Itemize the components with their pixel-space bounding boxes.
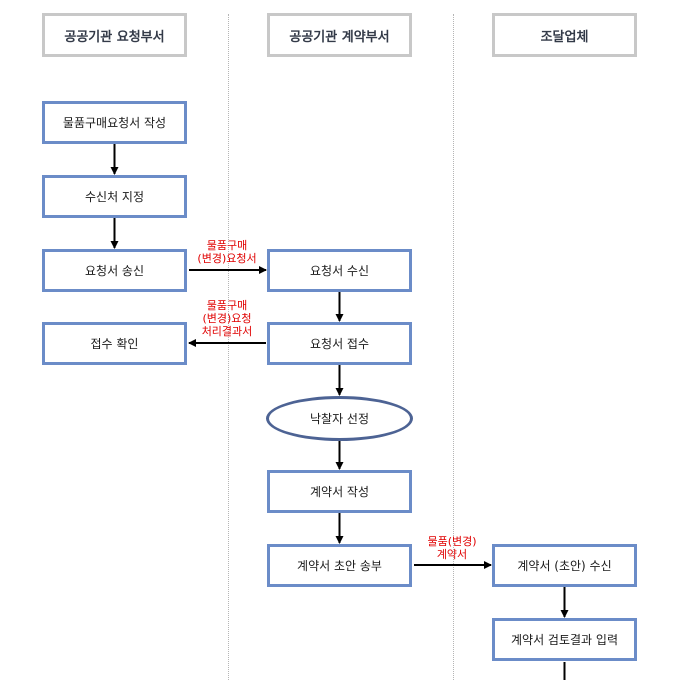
step-input-review: 계약서 검토결과 입력 [492, 618, 637, 661]
flow-label-line: (변경)요청서 [197, 252, 257, 265]
flow-label-line: 물품구매 [206, 239, 248, 252]
step-write-request: 물품구매요청서 작성 [42, 101, 187, 144]
lane-divider-1 [228, 14, 229, 680]
flow-label-line: 계약서 [436, 548, 468, 561]
step-accept-request: 요청서 접수 [267, 322, 412, 365]
step-write-contract: 계약서 작성 [267, 470, 412, 513]
step-receive-request: 요청서 수신 [267, 249, 412, 292]
flow-label-contract-doc: 물품(변경) 계약서 [411, 535, 493, 561]
lane-header-supplier: 조달업체 [492, 13, 637, 57]
lane-header-contract-dept: 공공기관 계약부서 [267, 13, 412, 57]
step-send-request: 요청서 송신 [42, 249, 187, 292]
flow-label-line: 물품(변경) [427, 535, 477, 548]
step-confirm-receipt: 접수 확인 [42, 322, 187, 365]
step-send-draft: 계약서 초안 송부 [267, 544, 412, 587]
flow-label-line: 물품구매 [206, 299, 248, 312]
flow-label-request-doc: 물품구매 (변경)요청서 [186, 239, 268, 265]
lane-header-request-dept: 공공기관 요청부서 [42, 13, 187, 57]
lane-divider-2 [453, 14, 454, 680]
step-assign-recipient: 수신처 지정 [42, 175, 187, 218]
step-select-bidder: 낙찰자 선정 [266, 396, 413, 441]
flow-label-result-doc: 물품구매 (변경)요청 처리결과서 [186, 299, 268, 338]
flow-label-line: (변경)요청 [202, 312, 252, 325]
flow-label-line: 처리결과서 [201, 325, 253, 338]
step-receive-draft: 계약서 (초안) 수신 [492, 544, 637, 587]
